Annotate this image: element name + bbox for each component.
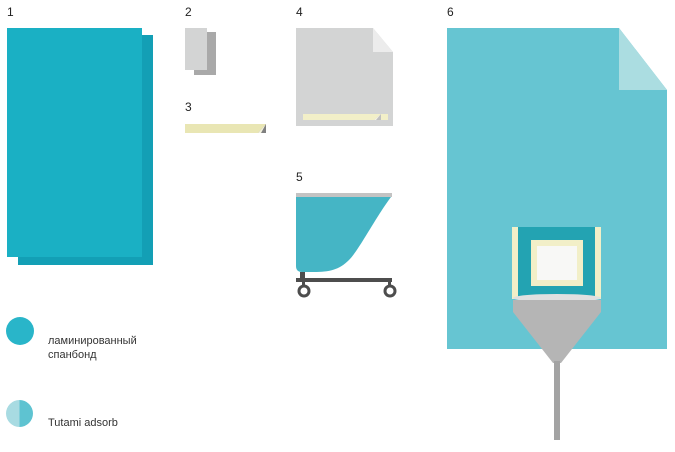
item-number-2: 2 <box>185 5 192 19</box>
item-number-1: 1 <box>7 5 14 19</box>
item-number-5: 5 <box>296 170 303 184</box>
document-shape <box>447 28 667 440</box>
legend-label-line2: спанбонд <box>48 349 97 361</box>
legend-label: Tutami adsorb <box>48 417 118 429</box>
strip-shape <box>185 124 266 133</box>
legend-swatch-teal-circle <box>6 317 34 345</box>
cart-shape <box>296 193 397 298</box>
sheet-front <box>7 28 142 257</box>
item-number-3: 3 <box>185 100 192 114</box>
legend-swatch-half-circle <box>6 400 33 427</box>
document-shape <box>296 28 393 126</box>
sheet-front <box>185 28 207 70</box>
item-number-4: 4 <box>296 5 303 19</box>
item-number-6: 6 <box>447 5 454 19</box>
legend-label-line1: ламинированный <box>48 335 137 347</box>
legend-label: ламинированный спанбонд <box>48 334 137 362</box>
